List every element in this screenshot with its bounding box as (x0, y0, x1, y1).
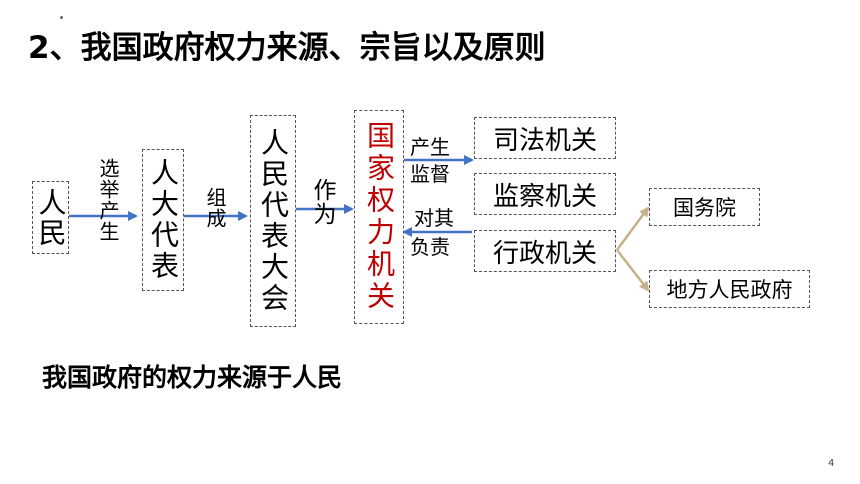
slide-title: 2、我国政府权力来源、宗旨以及原则 (28, 30, 546, 66)
label-act-as: 作为 (309, 178, 335, 226)
decorative-dot (60, 16, 63, 19)
node-npc: 人民代表大会 (250, 115, 296, 327)
label-form: 组成 (203, 187, 227, 229)
label-produce: 产生 (410, 135, 450, 159)
node-people: 人民 (32, 181, 69, 254)
node-state-power-organ: 国家权力机关 (354, 110, 404, 324)
page-number: 4 (828, 458, 835, 469)
node-state-council: 国务院 (649, 188, 760, 226)
conclusion-text: 我国政府的权力来源于人民 (42, 363, 343, 392)
node-judicial: 司法机关 (474, 117, 616, 159)
label-supervise: 监督 (410, 162, 450, 186)
label-to-it: 对其 (414, 206, 454, 230)
node-administrative: 行政机关 (474, 230, 616, 272)
label-responsible: 负责 (410, 235, 450, 259)
node-supervisory: 监察机关 (474, 173, 616, 215)
arrow-admin-to-state-council (615, 206, 650, 251)
label-elect-produce: 选举产生 (96, 158, 120, 242)
node-local-government: 地方人民政府 (649, 270, 810, 308)
arrow-admin-to-local-gov (616, 249, 650, 292)
node-npc-deputies: 人大代表 (142, 149, 184, 291)
